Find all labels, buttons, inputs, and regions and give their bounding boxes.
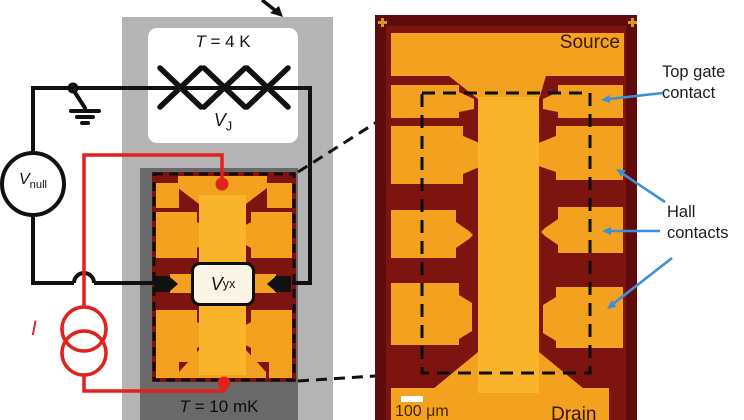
large-chip-micrograph <box>375 15 637 420</box>
vyx-symbol: V <box>210 273 223 294</box>
top-gate-line1: Top gate <box>662 63 726 81</box>
null-voltmeter-symbol <box>0 151 66 217</box>
ground-symbol <box>69 89 101 125</box>
scale-bar-label: 100 μm <box>395 403 449 420</box>
current-label: I <box>31 317 37 340</box>
jj-stage-temperature-label: T = 4 K <box>148 32 298 52</box>
source-pad-label: Source <box>559 32 620 53</box>
vyx-subscript: yx <box>222 277 236 291</box>
hall-contacts-annotation: Hall contacts <box>667 202 728 243</box>
null-voltmeter-label: Vnull <box>1 171 65 191</box>
small-chip-micrograph <box>152 172 296 382</box>
top-gate-contact-annotation: Top gate contact <box>662 62 725 103</box>
vj-symbol: V <box>213 110 226 130</box>
zoom-region-dashed-rect <box>420 91 592 375</box>
vnull-symbol: V <box>18 171 30 188</box>
hall-line2: contacts <box>667 223 729 242</box>
josephson-junction-symbols <box>157 65 291 110</box>
mixing-chamber-temperature-label: T = 10 mK <box>140 397 298 417</box>
hall-line1: Hall <box>667 203 696 221</box>
zoom-connector-lines <box>297 92 422 383</box>
temp-value: = 10 mK <box>189 397 259 416</box>
vnull-subscript: null <box>29 179 48 192</box>
alignment-plus-markers <box>378 18 637 27</box>
scale-bar <box>401 396 423 402</box>
top-gate-line2: contact <box>662 83 716 102</box>
top-pointer-arrow <box>260 0 283 17</box>
temp-value: = 4 K <box>205 32 251 51</box>
large-chip-pads <box>391 33 624 420</box>
temp-symbol: T <box>195 32 206 51</box>
vj-subscript: J <box>225 119 233 134</box>
drain-pad-label: Drain <box>551 404 597 420</box>
annotation-arrow-heads <box>601 95 626 309</box>
annotation-arrow-lines <box>608 91 673 306</box>
junction-voltage-label: VJ <box>148 110 298 134</box>
probe-connectors <box>154 276 291 292</box>
temp-symbol: T <box>179 397 190 416</box>
large-chip-hall-bar <box>478 97 539 393</box>
red-contact-dots <box>215 177 231 390</box>
